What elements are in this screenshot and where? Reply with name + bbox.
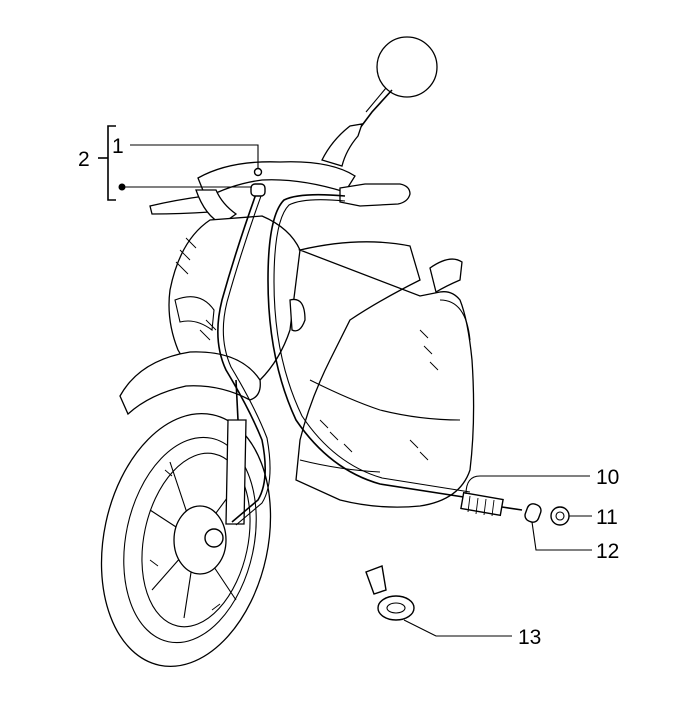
callout-2-bracket (98, 125, 259, 201)
brake-cable-icon (267, 193, 471, 499)
scooter-illustration (98, 36, 475, 668)
callout-13-label: 13 (518, 626, 541, 649)
callout-1-label: 1 (112, 135, 124, 158)
callout-10-label: 10 (596, 466, 619, 489)
callout-12-label: 12 (596, 540, 619, 563)
callout-11-label: 11 (596, 506, 618, 529)
speedometer-cable-icon (217, 167, 271, 526)
front-wheel-icon (100, 412, 272, 668)
handlebar-icon (149, 123, 411, 225)
mirror-icon (359, 36, 438, 129)
front-fork-icon (225, 379, 247, 525)
nut-part-11 (550, 506, 592, 526)
callout-2-label: 2 (78, 148, 90, 171)
scooter-body-icon (119, 215, 475, 508)
horn-part-13 (365, 565, 512, 637)
nut-part-12 (524, 503, 592, 551)
cable-adjuster-part-10 (460, 475, 590, 517)
